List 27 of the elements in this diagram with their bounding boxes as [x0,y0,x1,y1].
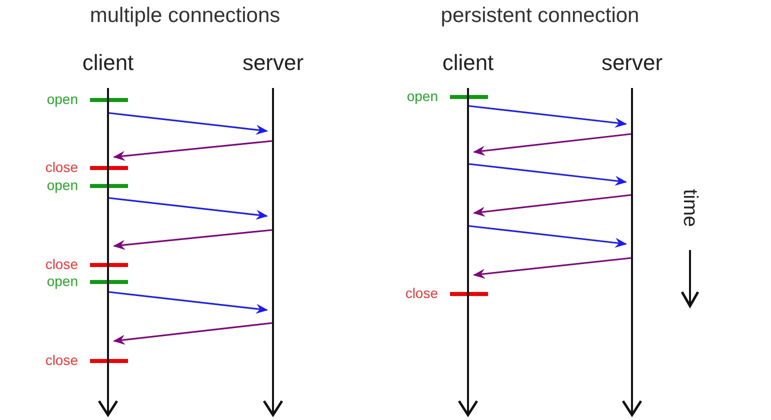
lifeline-label: server [600,50,664,76]
message-arrow [473,257,632,279]
axis-label: time [678,188,702,229]
message-arrow [108,197,268,220]
connection-state-label: close [44,351,78,369]
connection-state-label: close [404,284,438,302]
lifeline-label: client [441,50,495,76]
connection-state-label: open [406,87,438,105]
connection-state-label: close [44,255,78,273]
connection-state-label: open [46,272,78,290]
message-arrow [473,194,632,217]
message-arrow [468,105,627,128]
diagram-heading: multiple connections [88,4,282,28]
lifeline-label: server [241,50,305,76]
diagram-heading: persistent connection [440,4,640,28]
message-arrow [468,225,627,248]
message-arrow [468,163,627,186]
message-arrow [473,133,632,156]
connection-state-label: open [46,90,78,108]
connection-state-label: close [44,158,78,176]
message-arrow [113,322,272,345]
message-arrow [113,140,272,161]
connection-state-label: open [46,176,78,194]
message-arrow [113,229,272,250]
lifeline-label: client [81,50,135,76]
message-arrow [108,112,268,135]
message-arrow [108,291,268,314]
